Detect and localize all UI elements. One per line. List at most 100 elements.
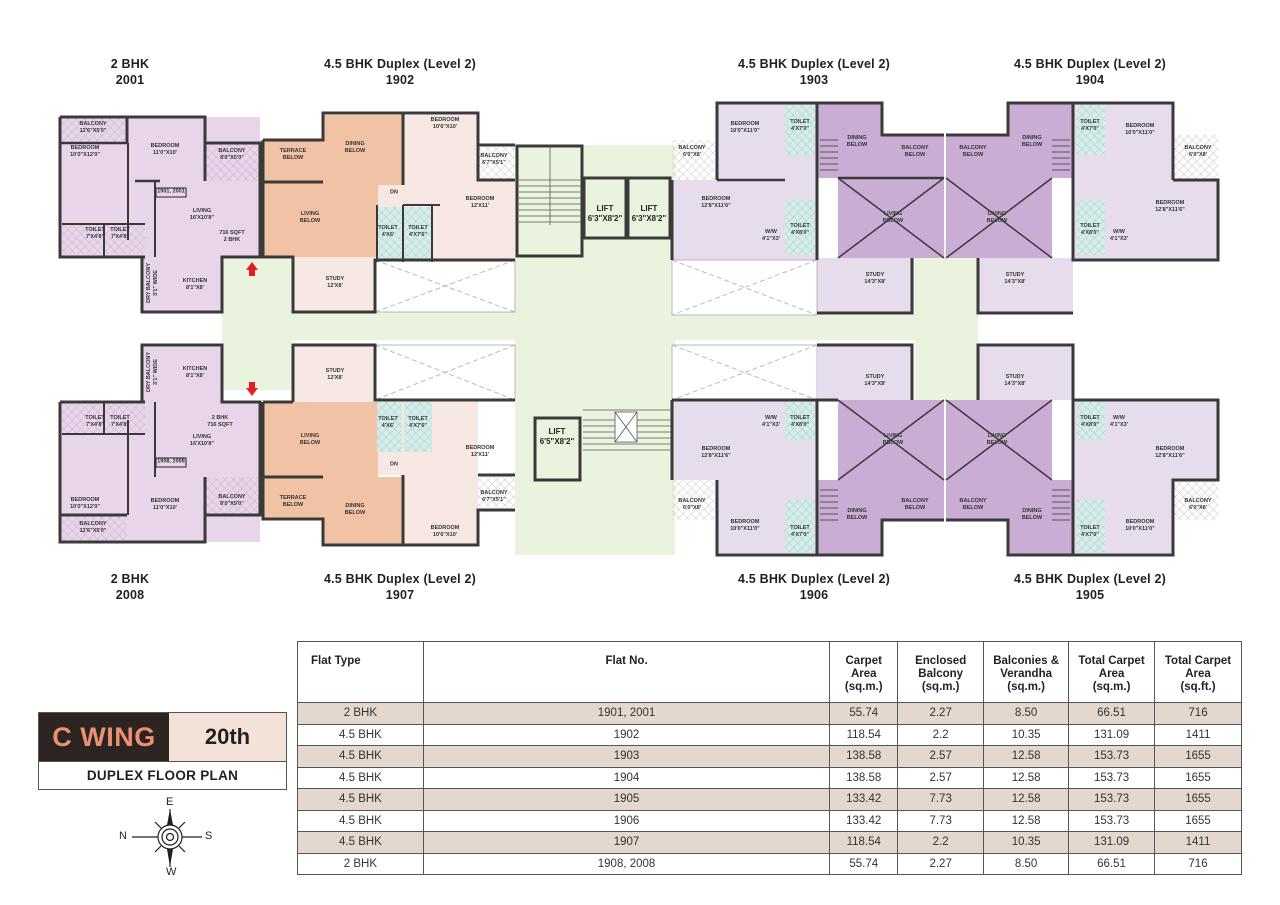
- unit-type: 2 BHK: [110, 572, 150, 586]
- cell-balconies: 12.58: [983, 766, 1070, 789]
- unit-title-1902: 4.5 BHK Duplex (Level 2) 1902: [290, 56, 510, 88]
- cell-total-sqft: 716: [1154, 702, 1242, 725]
- cell-total-sqm: 131.09: [1068, 831, 1156, 854]
- cell-flat-no: 1902: [422, 723, 831, 746]
- unit-title-1905: 4.5 BHK Duplex (Level 2) 1905: [980, 571, 1200, 603]
- cell-balconies: 8.50: [983, 702, 1070, 725]
- room-label: BALCONY 12'6"X5'0": [79, 121, 107, 134]
- room-label: DINING BELOW: [1021, 135, 1043, 148]
- table-row: 4.5 BHK 1902 118.54 2.2 10.35 131.09 141…: [297, 723, 1242, 746]
- unit-title-1904: 4.5 BHK Duplex (Level 2) 1904: [980, 56, 1200, 88]
- unit-title-1907: 4.5 BHK Duplex (Level 2) 1907: [290, 571, 510, 603]
- room-label: W/W 4'1"X3': [761, 229, 781, 242]
- room-label: BEDROOM 12'X11': [465, 196, 495, 209]
- room-label: TOILET 4'X8'0": [790, 415, 810, 428]
- compass-north-label: N: [119, 830, 127, 842]
- room-label: BEDROOM 12'8"X11'6": [1155, 200, 1185, 213]
- cell-balconies: 10.35: [983, 723, 1070, 746]
- table-row: 2 BHK 1901, 2001 55.74 2.27 8.50 66.51 7…: [297, 702, 1242, 725]
- cell-flat-type: 2 BHK: [297, 852, 424, 875]
- room-label: TERRACE BELOW: [279, 495, 307, 508]
- cell-total-sqm: 66.51: [1068, 852, 1156, 875]
- table-row: 4.5 BHK 1903 138.58 2.57 12.58 153.73 16…: [297, 745, 1242, 768]
- room-label: BALCONY BELOW: [901, 145, 929, 158]
- plan-subtitle: DUPLEX FLOOR PLAN: [39, 761, 286, 789]
- compass-rose-icon: [132, 809, 202, 867]
- cell-flat-no: 1903: [422, 745, 831, 768]
- room-label: TOILET 7'X4'8": [110, 227, 130, 240]
- unit-1902-shape: [261, 111, 516, 314]
- cell-carpet-area: 55.74: [829, 852, 899, 875]
- room-label: BALCONY BELOW: [901, 498, 929, 511]
- entry-arrow-icon-top: [246, 262, 258, 276]
- carpet-area-table: Flat Type Flat No. Carpet Area (sq.m.) E…: [297, 641, 1242, 875]
- room-label: LIVING BELOW: [882, 211, 904, 224]
- room-label: BALCONY 6'0"X8': [1184, 498, 1212, 511]
- column-header: Total Carpet Area (sq.ft.): [1154, 641, 1242, 703]
- room-label: DINING BELOW: [344, 503, 366, 516]
- room-label: TOILET 4'X8'0": [790, 223, 810, 236]
- room-label: BEDROOM 10'0"X12'0": [70, 145, 100, 158]
- unit-tag: 1901, 2001: [157, 188, 185, 195]
- room-label: TOILET 4'X7'0": [790, 119, 810, 132]
- unit-number: 2001: [115, 73, 145, 87]
- room-label: DINING BELOW: [846, 508, 868, 521]
- room-label: LIVING BELOW: [986, 433, 1008, 446]
- room-label: TERRACE BELOW: [279, 148, 307, 161]
- room-label: BALCONY 6'0"X8': [678, 145, 706, 158]
- room-label: TOILET 7'X4'8": [110, 415, 130, 428]
- room-label: STUDY 14'3"X8': [864, 272, 886, 285]
- unit-tag: 1908, 2008: [157, 458, 185, 465]
- unit-title-1906: 4.5 BHK Duplex (Level 2) 1906: [704, 571, 924, 603]
- unit-title-2001: 2 BHK 2001: [70, 56, 190, 88]
- room-label: DRY BALCONY 3'1" WIDE: [146, 262, 159, 304]
- cell-carpet-area: 118.54: [829, 723, 899, 746]
- unit-type: 4.5 BHK Duplex (Level 2): [323, 572, 477, 586]
- room-label: BALCONY 6'0"X8': [678, 498, 706, 511]
- unit-1905-shape: [945, 343, 1220, 557]
- table-row: 4.5 BHK 1906 133.42 7.73 12.58 153.73 16…: [297, 809, 1242, 832]
- unit-number: 1905: [1075, 588, 1105, 602]
- cell-enclosed-balcony: 2.27: [897, 852, 985, 875]
- room-label: BALCONY BELOW: [959, 498, 987, 511]
- unit-number: 1903: [799, 73, 829, 87]
- cell-balconies: 12.58: [983, 788, 1070, 811]
- table-row: 4.5 BHK 1907 118.54 2.2 10.35 131.09 141…: [297, 831, 1242, 854]
- cell-flat-no: 1905: [422, 788, 831, 811]
- column-header: Flat Type: [297, 641, 424, 703]
- room-label: BEDROOM 12'8"X11'6": [1155, 446, 1185, 459]
- room-label: KITCHEN 8'1"X8': [182, 366, 208, 379]
- table-row: 2 BHK 1908, 2008 55.74 2.27 8.50 66.51 7…: [297, 852, 1242, 875]
- room-label: DN: [390, 189, 398, 196]
- room-label: TOILET 7'X4'8": [85, 415, 105, 428]
- unit-type: 4.5 BHK Duplex (Level 2): [737, 572, 891, 586]
- room-label: LIVING BELOW: [299, 211, 321, 224]
- cell-flat-type: 4.5 BHK: [297, 809, 424, 832]
- room-label: STUDY 14'3"X8': [1004, 374, 1026, 387]
- cell-carpet-area: 138.58: [829, 766, 899, 789]
- room-label: TOILET 4'X7'0": [790, 525, 810, 538]
- floor-plan-drawing: [58, 101, 1220, 557]
- entry-arrow-icon-bottom: [246, 382, 258, 396]
- cell-flat-type: 2 BHK: [297, 702, 424, 725]
- column-header: Flat No.: [422, 641, 831, 703]
- cell-total-sqft: 1655: [1154, 745, 1242, 768]
- unit-type: 4.5 BHK Duplex (Level 2): [1013, 57, 1167, 71]
- cell-enclosed-balcony: 2.27: [897, 702, 985, 725]
- room-label: LIVING BELOW: [882, 433, 904, 446]
- unit-type: 4.5 BHK Duplex (Level 2): [323, 57, 477, 71]
- unit-2008-shape: [58, 343, 262, 544]
- unit-number: 2008: [115, 588, 145, 602]
- cell-flat-no: 1908, 2008: [422, 852, 831, 875]
- lift-label: LIFT 6'3"X8'2": [587, 204, 623, 223]
- cell-enclosed-balcony: 7.73: [897, 809, 985, 832]
- room-label: BEDROOM 12'X11': [465, 445, 495, 458]
- cell-total-sqm: 66.51: [1068, 702, 1156, 725]
- unit-title-2008: 2 BHK 2008: [70, 571, 190, 603]
- cell-carpet-area: 133.42: [829, 788, 899, 811]
- cell-carpet-area: 138.58: [829, 745, 899, 768]
- table-row: 4.5 BHK 1905 133.42 7.73 12.58 153.73 16…: [297, 788, 1242, 811]
- cell-balconies: 8.50: [983, 852, 1070, 875]
- cell-total-sqm: 153.73: [1068, 745, 1156, 768]
- cell-total-sqm: 131.09: [1068, 723, 1156, 746]
